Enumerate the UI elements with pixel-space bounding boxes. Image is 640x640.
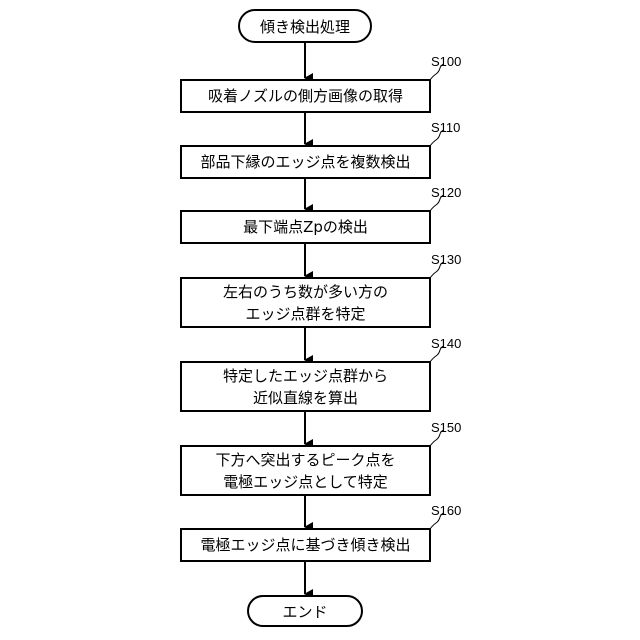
step-id: S120 xyxy=(431,185,461,200)
end-label: エンド xyxy=(282,601,327,622)
process-text: 近似直線を算出 xyxy=(253,387,358,409)
process-text: 最下端点Zpの検出 xyxy=(243,216,368,238)
start-terminal: 傾き検出処理 xyxy=(238,9,372,43)
process-text: エッジ点群を特定 xyxy=(245,303,365,325)
process-box: 部品下縁のエッジ点を複数検出 xyxy=(180,145,431,179)
step-id: S140 xyxy=(431,336,461,351)
process-box: 電極エッジ点に基づき傾き検出 xyxy=(180,528,431,562)
process-box: 左右のうち数が多い方の エッジ点群を特定 xyxy=(180,277,431,328)
process-text: 電極エッジ点として特定 xyxy=(223,471,388,493)
step-id: S130 xyxy=(431,252,461,267)
process-text: 下方へ突出するピーク点を xyxy=(215,449,395,471)
process-box: 吸着ノズルの側方画像の取得 xyxy=(180,79,431,113)
process-box: 下方へ突出するピーク点を 電極エッジ点として特定 xyxy=(180,445,431,496)
step-id: S100 xyxy=(431,54,461,69)
start-label: 傾き検出処理 xyxy=(260,16,350,37)
process-box: 最下端点Zpの検出 xyxy=(180,210,431,244)
step-id: S150 xyxy=(431,420,461,435)
process-text: 電極エッジ点に基づき傾き検出 xyxy=(200,534,410,556)
process-box: 特定したエッジ点群から 近似直線を算出 xyxy=(180,361,431,412)
step-id: S160 xyxy=(431,503,461,518)
process-text: 特定したエッジ点群から xyxy=(223,365,388,387)
process-text: 左右のうち数が多い方の xyxy=(223,281,388,303)
process-text: 部品下縁のエッジ点を複数検出 xyxy=(200,151,410,173)
end-terminal: エンド xyxy=(247,595,363,627)
step-id: S110 xyxy=(431,120,460,135)
process-text: 吸着ノズルの側方画像の取得 xyxy=(208,85,403,107)
